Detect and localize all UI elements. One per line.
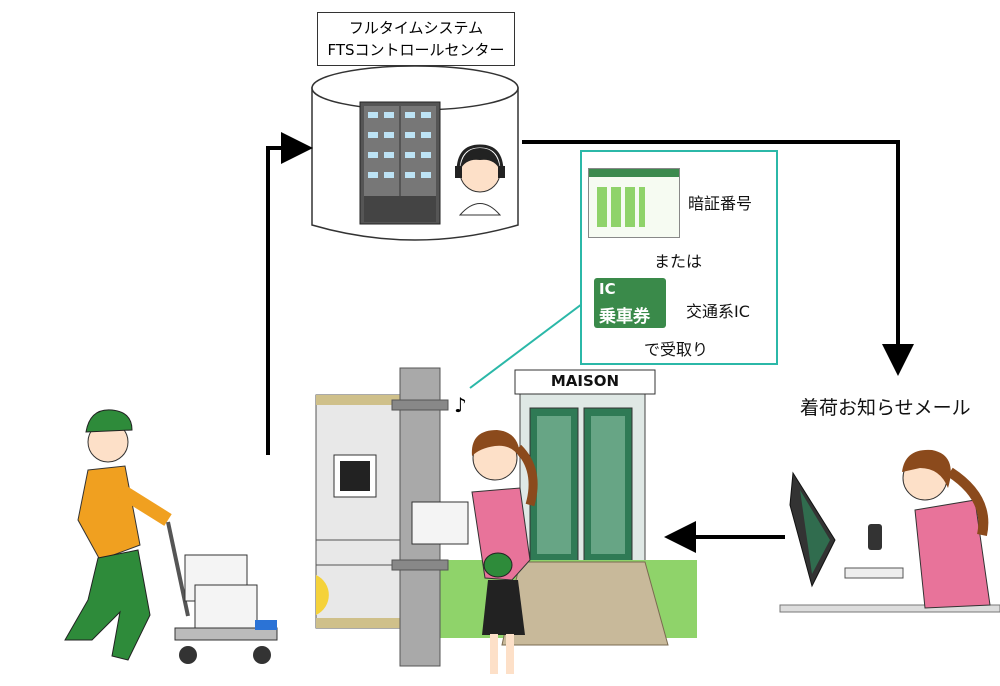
footer-label: で受取り	[644, 340, 709, 359]
control-center	[311, 65, 519, 241]
separator-label: または	[654, 252, 703, 271]
server-rack-icon	[359, 101, 441, 225]
control-center-title-line1: フルタイムシステム	[348, 19, 484, 37]
arrow-center-to-mail	[522, 140, 914, 376]
operator-icon	[455, 144, 505, 216]
stone-path	[501, 561, 669, 646]
building-sign: MAISON	[550, 372, 620, 390]
control-center-title-line2: FTSコントロールセンター	[327, 41, 505, 59]
maison-building	[514, 369, 656, 578]
notification-label: 着荷お知らせメール	[800, 397, 971, 419]
arrow-courier-to-center	[266, 132, 313, 455]
option-ic-label: 交通系IC	[686, 302, 750, 321]
woman-receiving-package	[411, 430, 538, 674]
ic-card-icon: IC 乗車券	[594, 278, 666, 328]
control-center-label: フルタイムシステム FTSコントロールセンター	[317, 12, 515, 66]
option-pin-label: 暗証番号	[688, 194, 753, 213]
delivery-locker	[315, 394, 403, 629]
keypad-screen-icon	[588, 168, 680, 238]
music-note-icon: ♪	[454, 393, 467, 417]
woman-with-smartphone	[779, 449, 1000, 613]
courier-with-cart	[64, 409, 278, 664]
card-text-bottom: 乗車券	[599, 307, 650, 327]
card-text-top: IC	[599, 280, 616, 298]
flow-arrows	[266, 132, 914, 553]
locker-speech-bubble: 暗証番号 または IC 乗車券 交通系IC で受取り	[580, 150, 778, 365]
